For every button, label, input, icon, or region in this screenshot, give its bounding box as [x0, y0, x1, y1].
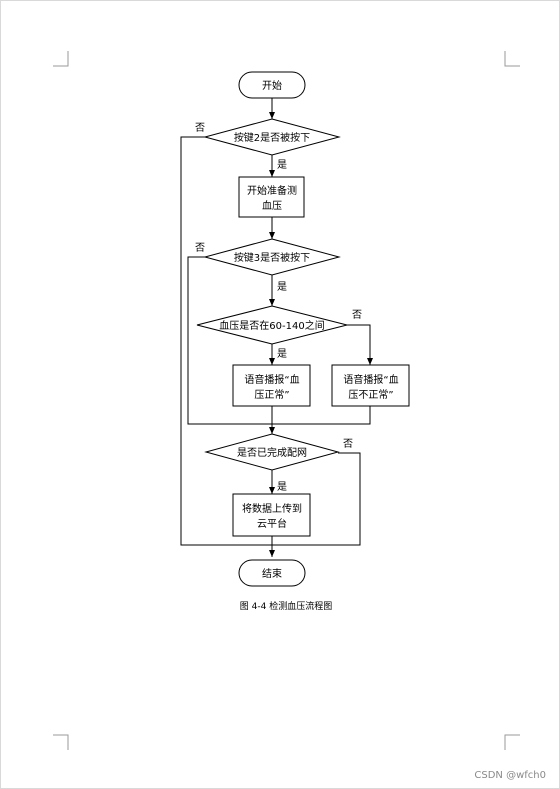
crop-mark-top-right — [504, 51, 520, 67]
edge-key3-no-loop — [187, 256, 272, 425]
prepare-label-line1: 开始准备测 — [247, 184, 297, 197]
watermark: CSDN @wfch0 — [474, 770, 546, 781]
network-decision — [204, 433, 340, 471]
crop-mark-bottom-right — [504, 734, 520, 750]
crop-mark-bottom-left — [53, 734, 69, 750]
abnormal-label-line1: 语音播报“血 — [343, 373, 398, 386]
range-decision — [196, 305, 348, 345]
end-node — [238, 559, 306, 587]
range-no-label: 否 — [352, 309, 362, 321]
edge-abnormal-merge — [272, 406, 371, 425]
range-label: 血压是否在60-140之间 — [219, 319, 324, 332]
prepare-label-line2: 血压 — [262, 199, 282, 212]
crop-mark-top-left — [53, 51, 69, 67]
network-no-label: 否 — [343, 438, 353, 450]
crop-marks — [53, 51, 520, 750]
abnormal-label-line2: 压不正常” — [348, 388, 393, 401]
key3-no-label: 否 — [195, 242, 205, 254]
figure-caption: 图 4-4 检测血压流程图 — [240, 600, 332, 612]
start-label: 开始 — [262, 79, 282, 92]
key2-no-label: 否 — [195, 122, 205, 134]
key2-decision — [203, 118, 341, 156]
edge-range-to-abnormal — [347, 324, 373, 365]
normal-label-line2: 压正常” — [254, 388, 289, 401]
upload-label-line2: 云平台 — [257, 517, 287, 530]
range-yes-label: 是 — [277, 348, 287, 360]
key3-decision — [203, 238, 341, 276]
network-yes-label: 是 — [277, 481, 287, 493]
key2-yes-label: 是 — [277, 159, 287, 171]
normal-box — [232, 364, 311, 407]
normal-label-line1: 语音播报“血 — [244, 373, 299, 386]
key3-label: 按键3是否被按下 — [234, 251, 310, 264]
abnormal-box — [331, 364, 410, 407]
upload-box — [232, 493, 311, 537]
end-label: 结束 — [262, 567, 282, 580]
prepare-box — [238, 176, 305, 218]
upload-label-line1: 将数据上传到 — [242, 502, 302, 515]
key2-label: 按键2是否被按下 — [234, 131, 310, 144]
key3-yes-label: 是 — [277, 281, 287, 293]
edge-key2-no-loop — [180, 136, 361, 546]
start-node — [238, 71, 306, 99]
network-label: 是否已完成配网 — [237, 446, 307, 459]
